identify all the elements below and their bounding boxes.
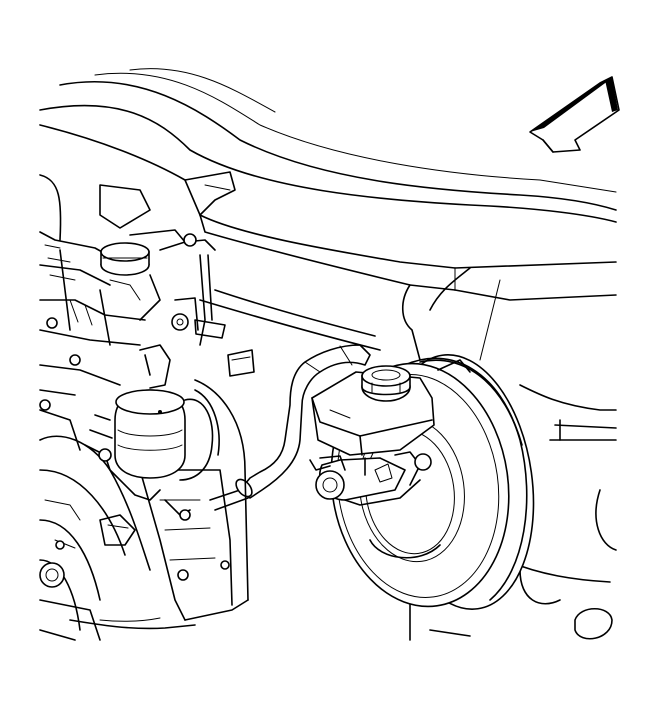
cap-icon <box>100 229 226 346</box>
body-panel-lines <box>39 68 617 641</box>
front-arrow-icon <box>529 76 620 153</box>
throttle-body-icon <box>89 344 220 521</box>
vacuum-hose <box>209 344 371 511</box>
master-cylinder <box>309 365 435 506</box>
